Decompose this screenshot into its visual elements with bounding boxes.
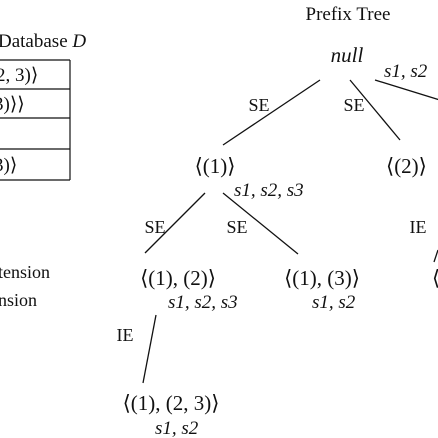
edge-label-se: SE (226, 217, 247, 237)
node-cropped: ⟨ (432, 266, 438, 290)
tree-edge (374, 79, 438, 101)
node-2: ⟨(2)⟩ (386, 154, 427, 178)
root-node: null (331, 43, 364, 67)
legend-line: nsion (0, 290, 37, 310)
tree-edge (349, 79, 401, 141)
edge-label-se: SE (343, 95, 364, 115)
edge-label-ie: IE (410, 217, 427, 237)
edge-label-se: SE (144, 217, 165, 237)
node-1-2-sids: s1, s2, s3 (168, 292, 238, 313)
tree-edge (144, 192, 206, 254)
database-row: 2, 3)⟩ (0, 65, 38, 86)
node-1-2: ⟨(1), (2)⟩ (140, 266, 216, 290)
node-1-2-3: ⟨(1), (2, 3)⟩ (123, 391, 220, 415)
tree-edge (142, 314, 157, 384)
database-title: Database D (0, 31, 86, 52)
edge-label-se: SE (248, 95, 269, 115)
node-1-3: ⟨(1), (3)⟩ (284, 266, 360, 290)
tree-title: Prefix Tree (306, 4, 391, 25)
tree-edge (222, 79, 321, 146)
tree-nodes: null s1, s2 ⟨(1)⟩ s1, s2, s3 ⟨(2)⟩ ⟨(1),… (123, 43, 438, 438)
root-sids: s1, s2 (384, 61, 428, 82)
node-1-3-sids: s1, s2 (312, 292, 356, 313)
database-row: 3)⟩ (0, 155, 17, 176)
database-panel: Database D 2, 3)⟩ 3)⟩⟩ 3)⟩ (0, 31, 86, 181)
legend: tension nsion (0, 262, 50, 310)
edge-label-ie: IE (117, 325, 134, 345)
edge-labels: SE SE SE SE IE IE (117, 95, 427, 345)
tree-edge (222, 192, 299, 255)
legend-line: tension (0, 262, 50, 282)
node-1: ⟨(1)⟩ (195, 154, 236, 178)
tree-edges (142, 79, 438, 384)
node-1-2-3-sids: s1, s2 (155, 418, 199, 438)
tree-edge (433, 249, 438, 263)
database-row: 3)⟩⟩ (0, 94, 25, 115)
node-1-sids: s1, s2, s3 (234, 180, 304, 201)
